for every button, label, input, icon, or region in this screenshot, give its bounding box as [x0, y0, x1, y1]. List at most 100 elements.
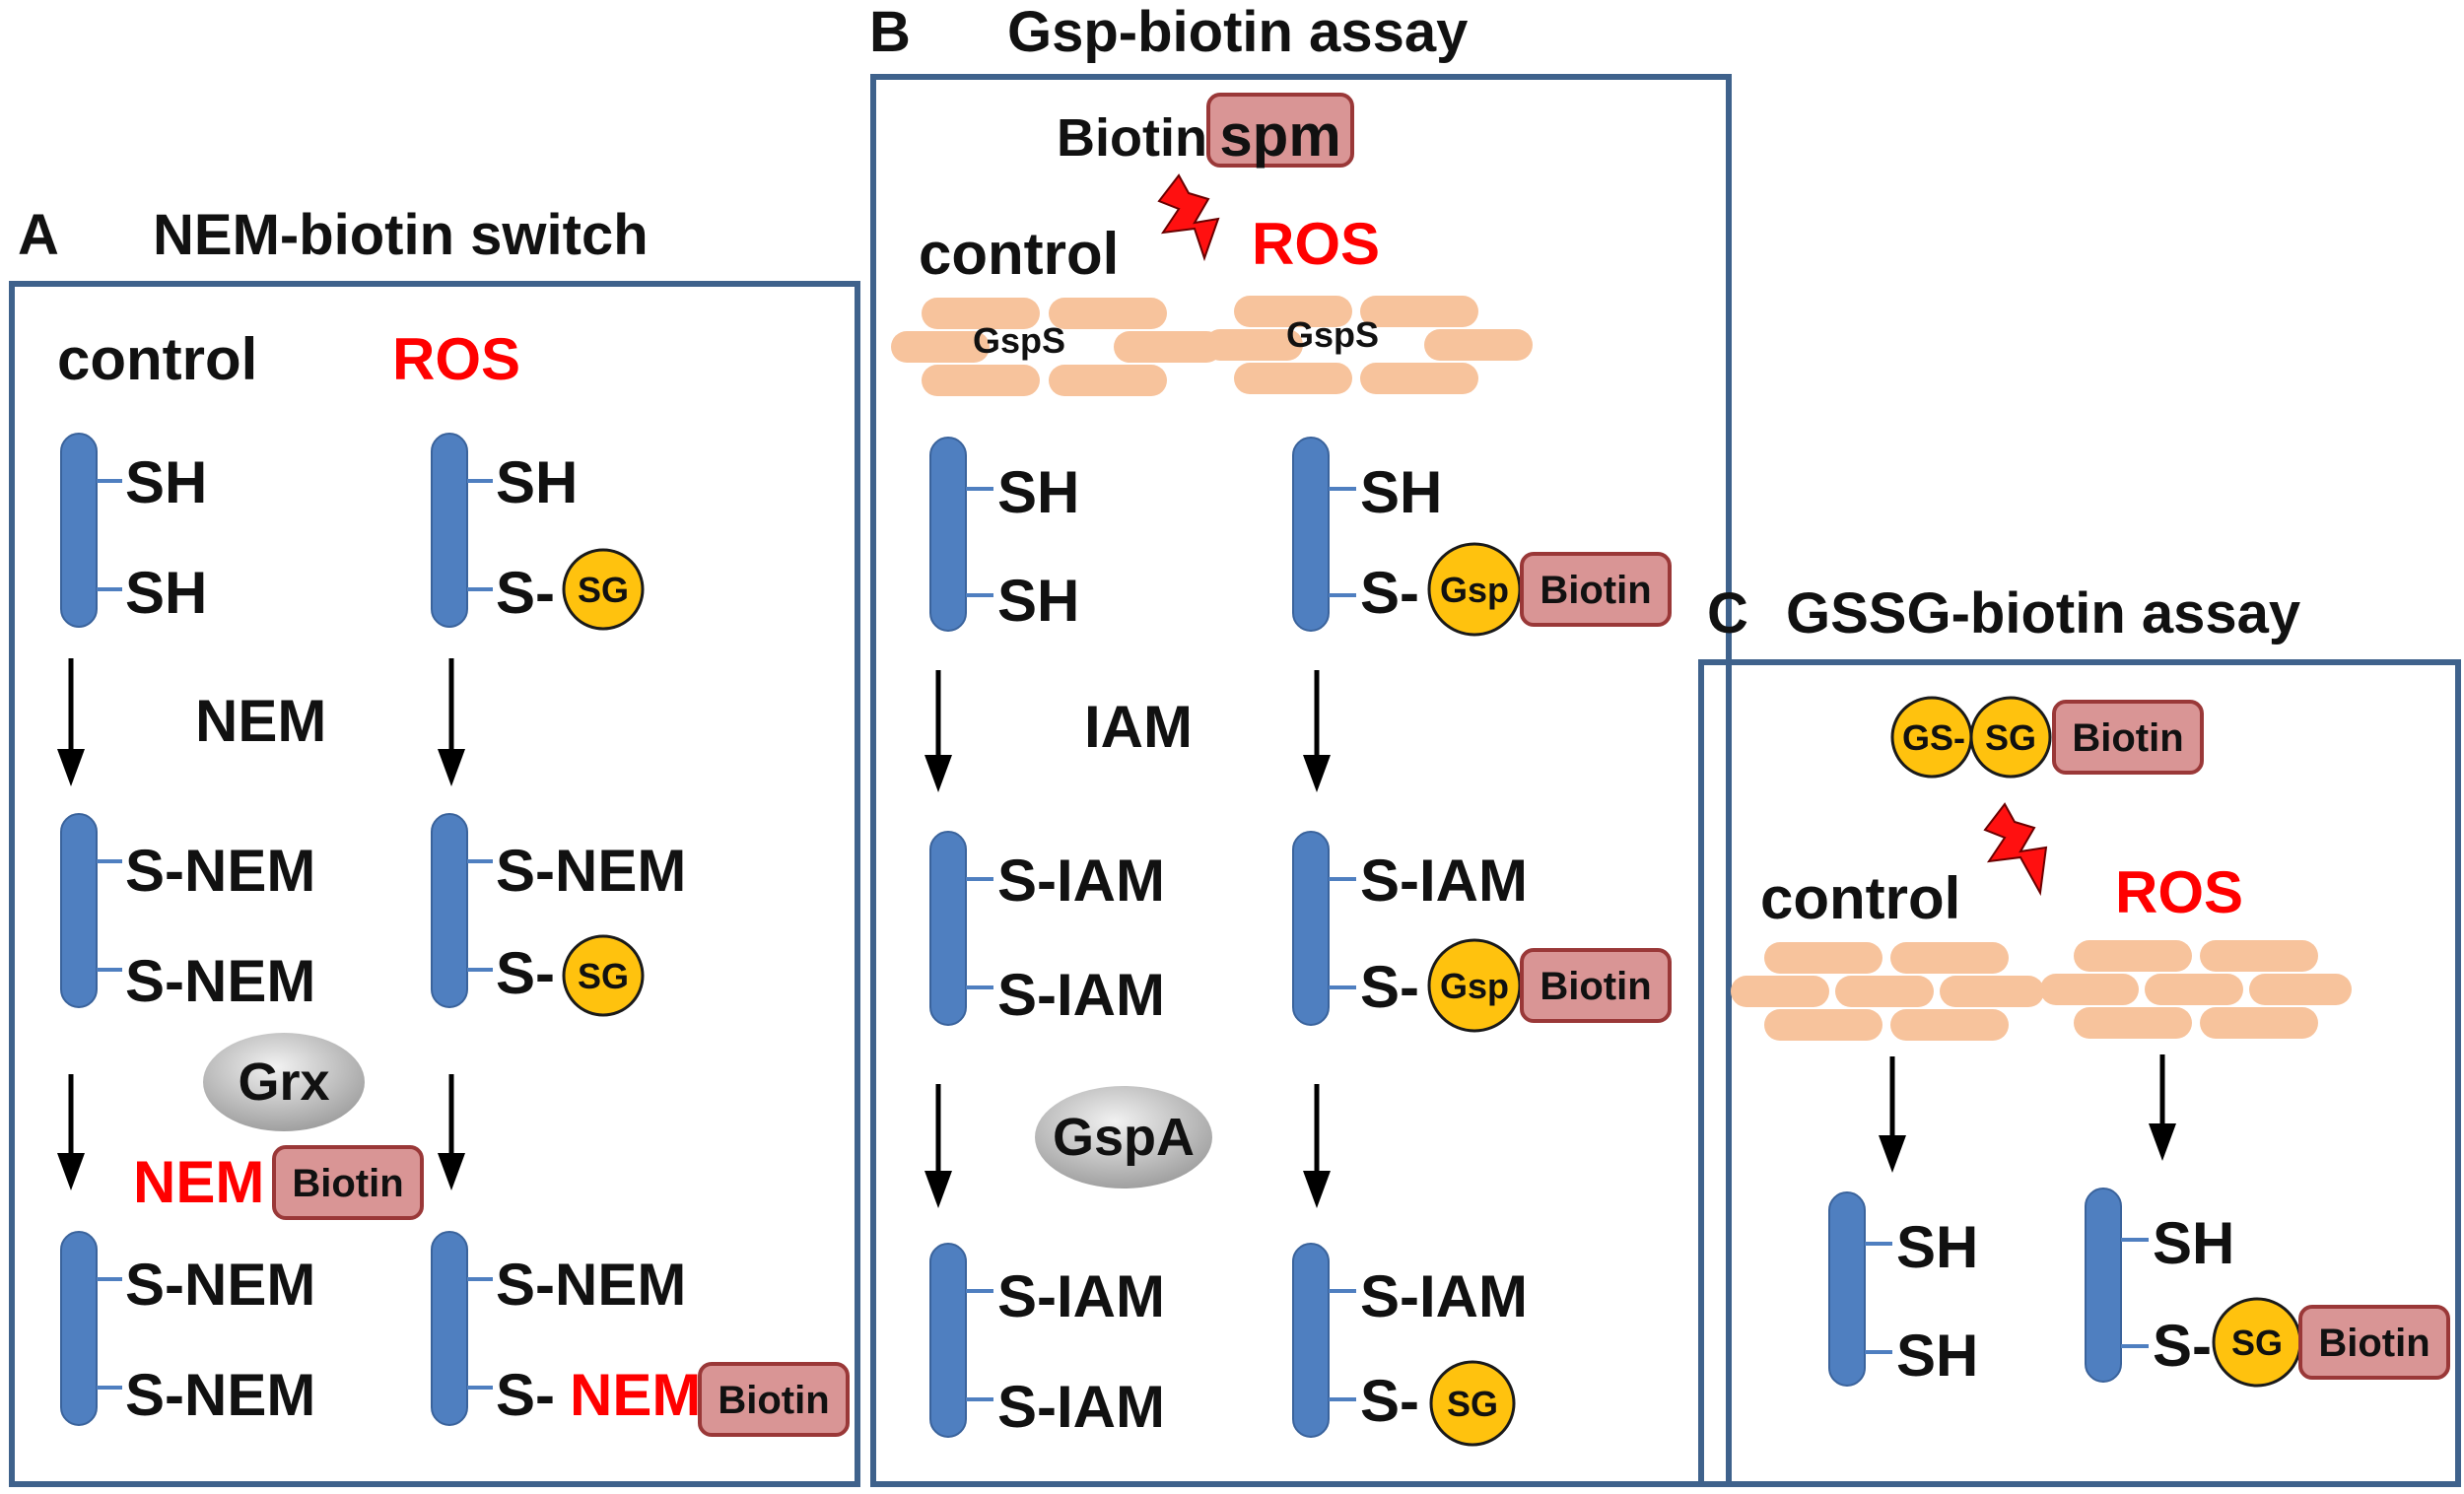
- protein-a-control-1: SH SH: [60, 433, 207, 628]
- protein-bar: [929, 1243, 967, 1438]
- panel-a-control-label: control: [57, 326, 257, 392]
- probe-biotin-label: Biotin-: [1057, 108, 1225, 168]
- protein-b-ros-2: S-IAM S- Gsp Biotin: [1292, 831, 1672, 1033]
- nem-reagent-label: NEM: [195, 688, 326, 754]
- panel-b-ros-label: ROS: [1252, 211, 1380, 277]
- protein-bar: [929, 437, 967, 632]
- panel-c-ros-label: ROS: [2115, 859, 2243, 925]
- arrow-a-control-2: [57, 1074, 85, 1190]
- s-iam-label: S-IAM: [1360, 1263, 1528, 1329]
- glutathione-circle: [562, 934, 645, 1017]
- biotin-box: [2298, 1305, 2450, 1380]
- s-nem-label: S-NEM: [125, 948, 315, 1014]
- nem-red-label: NEM: [570, 1362, 701, 1428]
- protein-bar: [929, 831, 967, 1026]
- sulfur-label: S-: [1360, 560, 1419, 626]
- protein-bar: [2085, 1188, 2122, 1383]
- arrow-b-ros-2: [1303, 1084, 1331, 1208]
- protein-b-control-3: S-IAM S-IAM: [929, 1243, 1165, 1440]
- cell-cluster-c-ros: [2040, 940, 2352, 1039]
- protein-bar: [431, 1231, 468, 1426]
- protein-b-control-1: SH SH: [929, 437, 1079, 634]
- cell-cluster-b-ros: GspS: [1204, 296, 1533, 394]
- protein-b-control-2: S-IAM S-IAM: [929, 831, 1165, 1028]
- panel-a: A NEM-biotin switch control ROS SH SH SH…: [9, 203, 860, 1487]
- s-iam-label: S-IAM: [1360, 848, 1528, 914]
- biotin-label: Biotin: [718, 1379, 829, 1422]
- gsp-label: Gsp: [1440, 966, 1509, 1006]
- s-nem-label: S-NEM: [125, 838, 315, 904]
- s-iam-label: S-IAM: [997, 1374, 1165, 1440]
- protein-bar: [60, 813, 98, 1008]
- protein-bar: [431, 433, 468, 628]
- biotin-label: Biotin: [2072, 716, 2183, 760]
- sulfur-label: S-: [496, 940, 555, 1006]
- lightning-icon: [1157, 173, 1220, 262]
- protein-c-ros: SH S- SG Biotin: [2085, 1188, 2450, 1388]
- gspa-enzyme: [1035, 1086, 1212, 1188]
- protein-a-ros-2: S-NEM S- SG: [431, 813, 686, 1017]
- panel-b-letter: B: [869, 0, 911, 64]
- biotin-label: Biotin: [292, 1162, 403, 1205]
- sg-circle: [1969, 696, 2052, 779]
- sg-label: SG: [1447, 1384, 1498, 1424]
- thiol-label: SH: [496, 449, 578, 515]
- sulfur-label: S-: [496, 560, 555, 626]
- biotin-box: [2052, 700, 2204, 775]
- protein-bar: [1292, 1243, 1330, 1438]
- gspa-label: GspA: [1053, 1108, 1195, 1167]
- sg-label: SG: [578, 956, 629, 996]
- protein-a-ros-1: SH S- SG: [431, 433, 645, 631]
- panel-c-frame: [1698, 659, 2461, 1487]
- thiol-label: SH: [1896, 1214, 1978, 1280]
- biotin-label: Biotin: [1540, 965, 1651, 1008]
- protein-bar: [1292, 437, 1330, 632]
- panel-b-frame: [870, 74, 1732, 1487]
- protein-bar: [60, 1231, 98, 1426]
- s-iam-label: S-IAM: [997, 962, 1165, 1028]
- panel-a-title: NEM-biotin switch: [153, 203, 649, 267]
- s-nem-label: S-NEM: [125, 1362, 315, 1428]
- s-iam-label: S-IAM: [997, 848, 1165, 914]
- iam-reagent-label: IAM: [1084, 694, 1193, 760]
- protein-b-ros-3: S-IAM S- SG: [1292, 1243, 1528, 1447]
- protein-a-ros-3: S-NEM S- NEM Biotin: [431, 1231, 850, 1437]
- thiol-label: SH: [1896, 1323, 1978, 1389]
- protein-a-control-2: S-NEM S-NEM: [60, 813, 315, 1014]
- panel-c-title: GSSG-biotin assay: [1786, 581, 2300, 645]
- panel-c-control-label: control: [1760, 865, 1960, 931]
- sulfur-label: S-: [496, 1362, 555, 1428]
- gsps-label: GspS: [1286, 314, 1379, 355]
- spm-label: spm: [1219, 102, 1340, 169]
- biotin-label: Biotin: [2318, 1322, 2430, 1365]
- arrow-b-control-1: [924, 670, 952, 792]
- sulfur-label: S-: [1360, 954, 1419, 1020]
- protein-bar: [60, 433, 98, 628]
- biotin-box: [1520, 948, 1672, 1023]
- arrow-a-ros-1: [438, 658, 465, 786]
- grx-label: Grx: [238, 1053, 329, 1112]
- sg-label: SG: [1985, 717, 2036, 758]
- thiol-label: SH: [997, 459, 1079, 525]
- protein-a-control-3: S-NEM S-NEM: [60, 1231, 315, 1428]
- thiol-label: SH: [125, 560, 207, 626]
- s-nem-label: S-NEM: [496, 1252, 686, 1318]
- protein-b-ros-1: SH S- Gsp Biotin: [1292, 437, 1672, 637]
- sg-label: SG: [578, 570, 629, 610]
- thiol-label: SH: [2153, 1210, 2234, 1276]
- biotin-box: [1520, 552, 1672, 627]
- s-iam-label: S-IAM: [997, 1263, 1165, 1329]
- cell-cluster-c-control: [1731, 942, 2044, 1041]
- arrow-c-control: [1879, 1056, 1906, 1173]
- biotin-box: [698, 1362, 850, 1437]
- cell-cluster-b-control: GspS: [891, 298, 1222, 396]
- grx-enzyme: [203, 1033, 365, 1131]
- spm-box: [1206, 93, 1354, 168]
- biotin-label: Biotin: [1540, 569, 1651, 612]
- panel-c: C GSSG-biotin assay GS- SG Biotin contro…: [1698, 581, 2461, 1487]
- nem-red-label: NEM: [133, 1149, 264, 1215]
- gsps-label: GspS: [973, 320, 1065, 361]
- thiol-label: SH: [997, 568, 1079, 634]
- panel-a-ros-label: ROS: [392, 326, 520, 392]
